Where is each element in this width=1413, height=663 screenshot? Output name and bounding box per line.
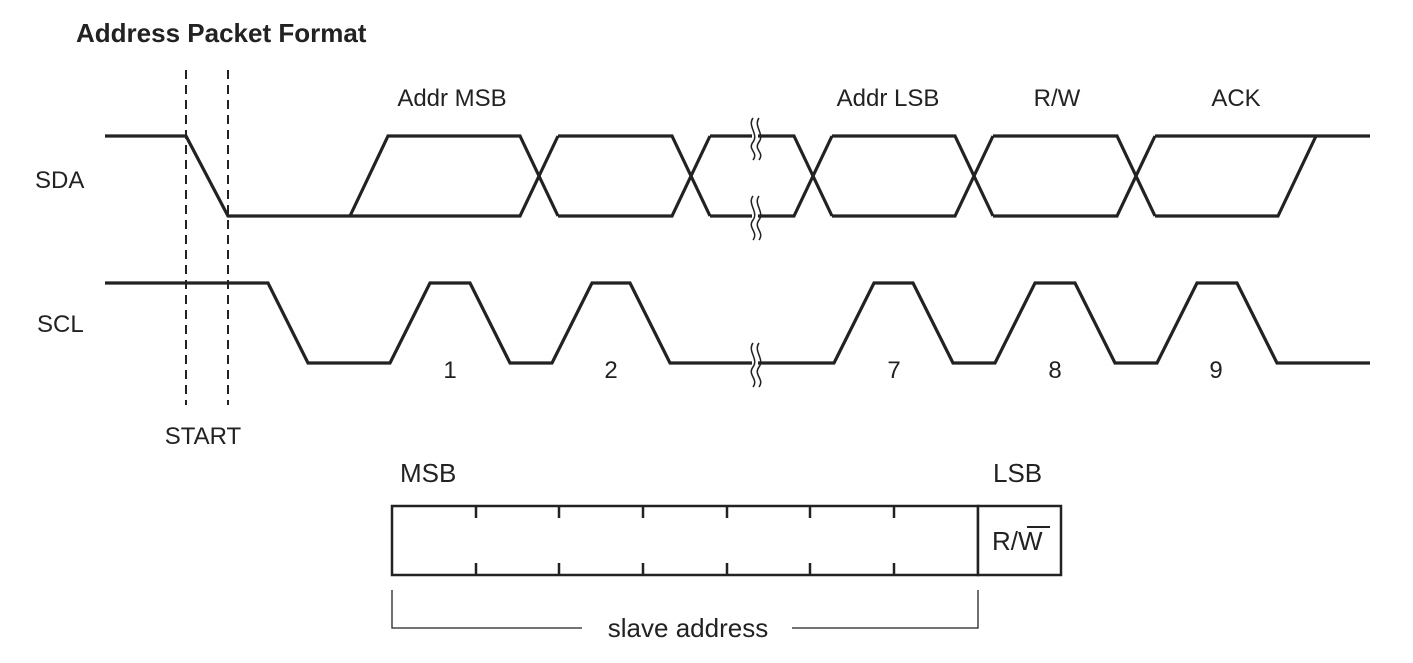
diagram-title: Address Packet Format: [76, 18, 367, 48]
clock-number-7: 7: [887, 357, 900, 384]
scl-label: SCL: [37, 311, 84, 338]
slave-address-bracket: [391, 590, 979, 629]
rw-bit-cell: [976, 504, 1063, 577]
ack-label: ACK: [1211, 85, 1260, 112]
addr-msb-label: Addr MSB: [397, 85, 506, 112]
lsb-label: LSB: [993, 458, 1042, 488]
rw-bit-w: W: [1018, 526, 1043, 556]
clock-number-2: 2: [604, 357, 617, 384]
sda-waveform: [105, 134, 1370, 218]
sda-label: SDA: [35, 167, 84, 194]
slave-address-label: slave address: [608, 613, 768, 643]
start-label: START: [165, 423, 242, 450]
addr-lsb-label: Addr LSB: [837, 85, 940, 112]
rw-bit-text: R/W: [992, 526, 1043, 556]
rw-label: R/W: [1034, 85, 1081, 112]
scl-break-mark: [750, 342, 762, 388]
clock-number-9: 9: [1209, 357, 1222, 384]
sda-break-marks: [750, 117, 762, 241]
packet-box: [390, 504, 1063, 577]
clock-number-8: 8: [1048, 357, 1061, 384]
msb-label: MSB: [400, 458, 456, 488]
scl-waveform: [105, 281, 1370, 365]
clock-number-1: 1: [443, 357, 456, 384]
rw-bit-r: R/: [992, 526, 1019, 556]
